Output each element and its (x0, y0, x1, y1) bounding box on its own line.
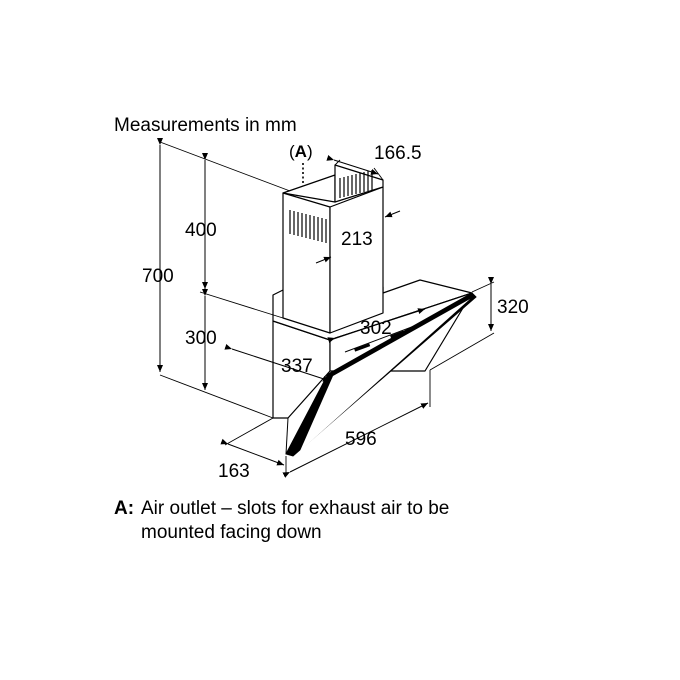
legend-key: A: (114, 498, 135, 519)
air-outlet-callout: (A) (289, 142, 313, 161)
glass-panel-bottom-edge (285, 417, 289, 455)
legend-line-2: mounted facing down (141, 522, 322, 543)
dim-213-label: 213 (341, 229, 373, 250)
dim-166-5-label: 166.5 (374, 143, 422, 164)
dim-700-label: 700 (142, 266, 174, 287)
dimension-lines (157, 138, 494, 478)
callout-open-paren: ( (289, 142, 295, 161)
dim-596-line (282, 402, 429, 478)
callout-close-paren: ) (307, 142, 313, 161)
dim-213-line-top (384, 210, 401, 218)
drawing-title: Measurements in mm (114, 115, 297, 136)
dim-596-label: 596 (345, 429, 377, 450)
dim-302-line (327, 308, 426, 344)
dim-213-line-bottom (315, 256, 332, 264)
dim-337-label: 337 (281, 356, 313, 377)
dim-163-label: 163 (218, 461, 250, 482)
legend-description: Air outlet – slots for exhaust air to be… (141, 497, 541, 545)
callout-key: A (295, 142, 307, 161)
dim-337-line (224, 343, 331, 382)
air-outlet-slots-left (289, 210, 327, 243)
cooker-hood (272, 164, 477, 457)
extension-lines (159, 141, 495, 475)
dim-166-5-line (326, 155, 379, 175)
dim-320-label: 320 (497, 297, 529, 318)
dimension-labels: 166.5 400 213 700 320 302 300 337 596 16… (142, 143, 529, 482)
dim-400-label: 400 (185, 220, 217, 241)
chimney-right-face (329, 186, 384, 334)
dim-300-label: 300 (185, 328, 217, 349)
dim-302-label: 302 (360, 318, 392, 339)
legend-line-1: Air outlet – slots for exhaust air to be (141, 498, 450, 519)
dim-163-line (220, 438, 285, 466)
